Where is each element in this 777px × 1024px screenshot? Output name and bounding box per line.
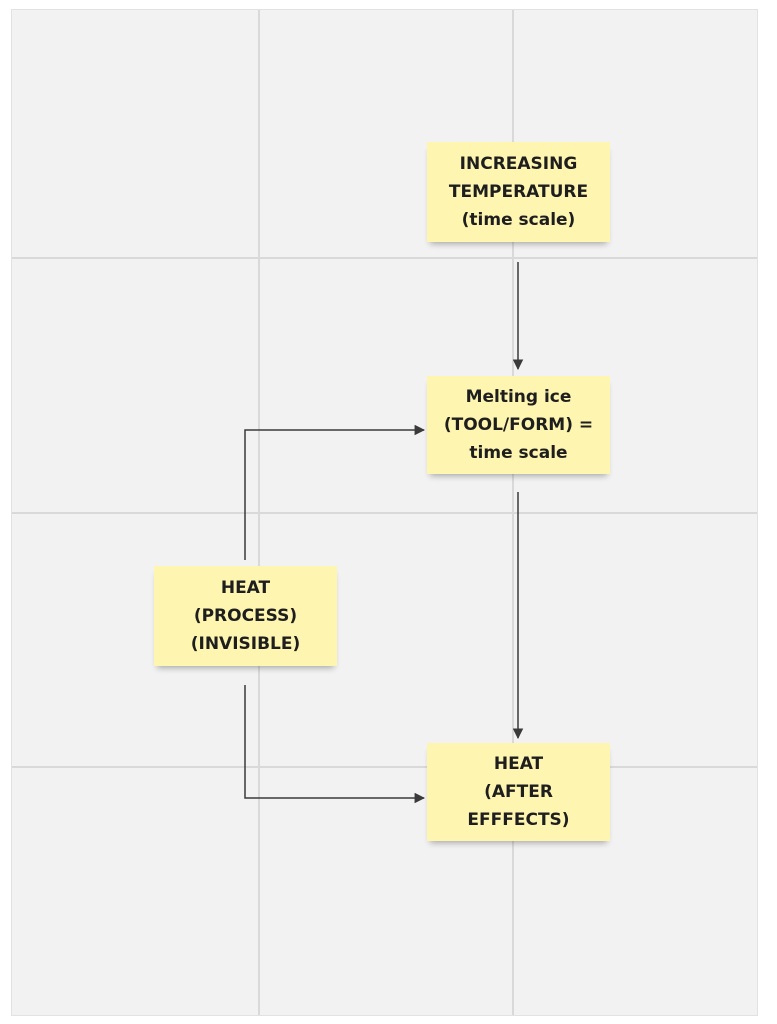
sticky-note-text: INCREASING TEMPERATURE (time scale): [448, 154, 589, 230]
grid-line: [12, 766, 757, 768]
sticky-note-increasing-temperature[interactable]: INCREASING TEMPERATURE (time scale): [427, 142, 610, 242]
sticky-note-text: HEAT (AFTER EFFFECTS): [467, 754, 570, 830]
whiteboard-canvas[interactable]: [11, 9, 758, 1016]
sticky-note-heat-after-effects[interactable]: HEAT (AFTER EFFFECTS): [427, 743, 610, 841]
sticky-note-text: Melting ice (TOOL/FORM) = time scale: [443, 387, 594, 463]
sticky-note-text: HEAT (PROCESS) (INVISIBLE): [190, 578, 301, 654]
sticky-note-melting-ice[interactable]: Melting ice (TOOL/FORM) = time scale: [427, 376, 610, 474]
sticky-note-heat-process[interactable]: HEAT (PROCESS) (INVISIBLE): [154, 566, 337, 666]
grid-line: [12, 512, 757, 514]
grid-line: [12, 257, 757, 259]
